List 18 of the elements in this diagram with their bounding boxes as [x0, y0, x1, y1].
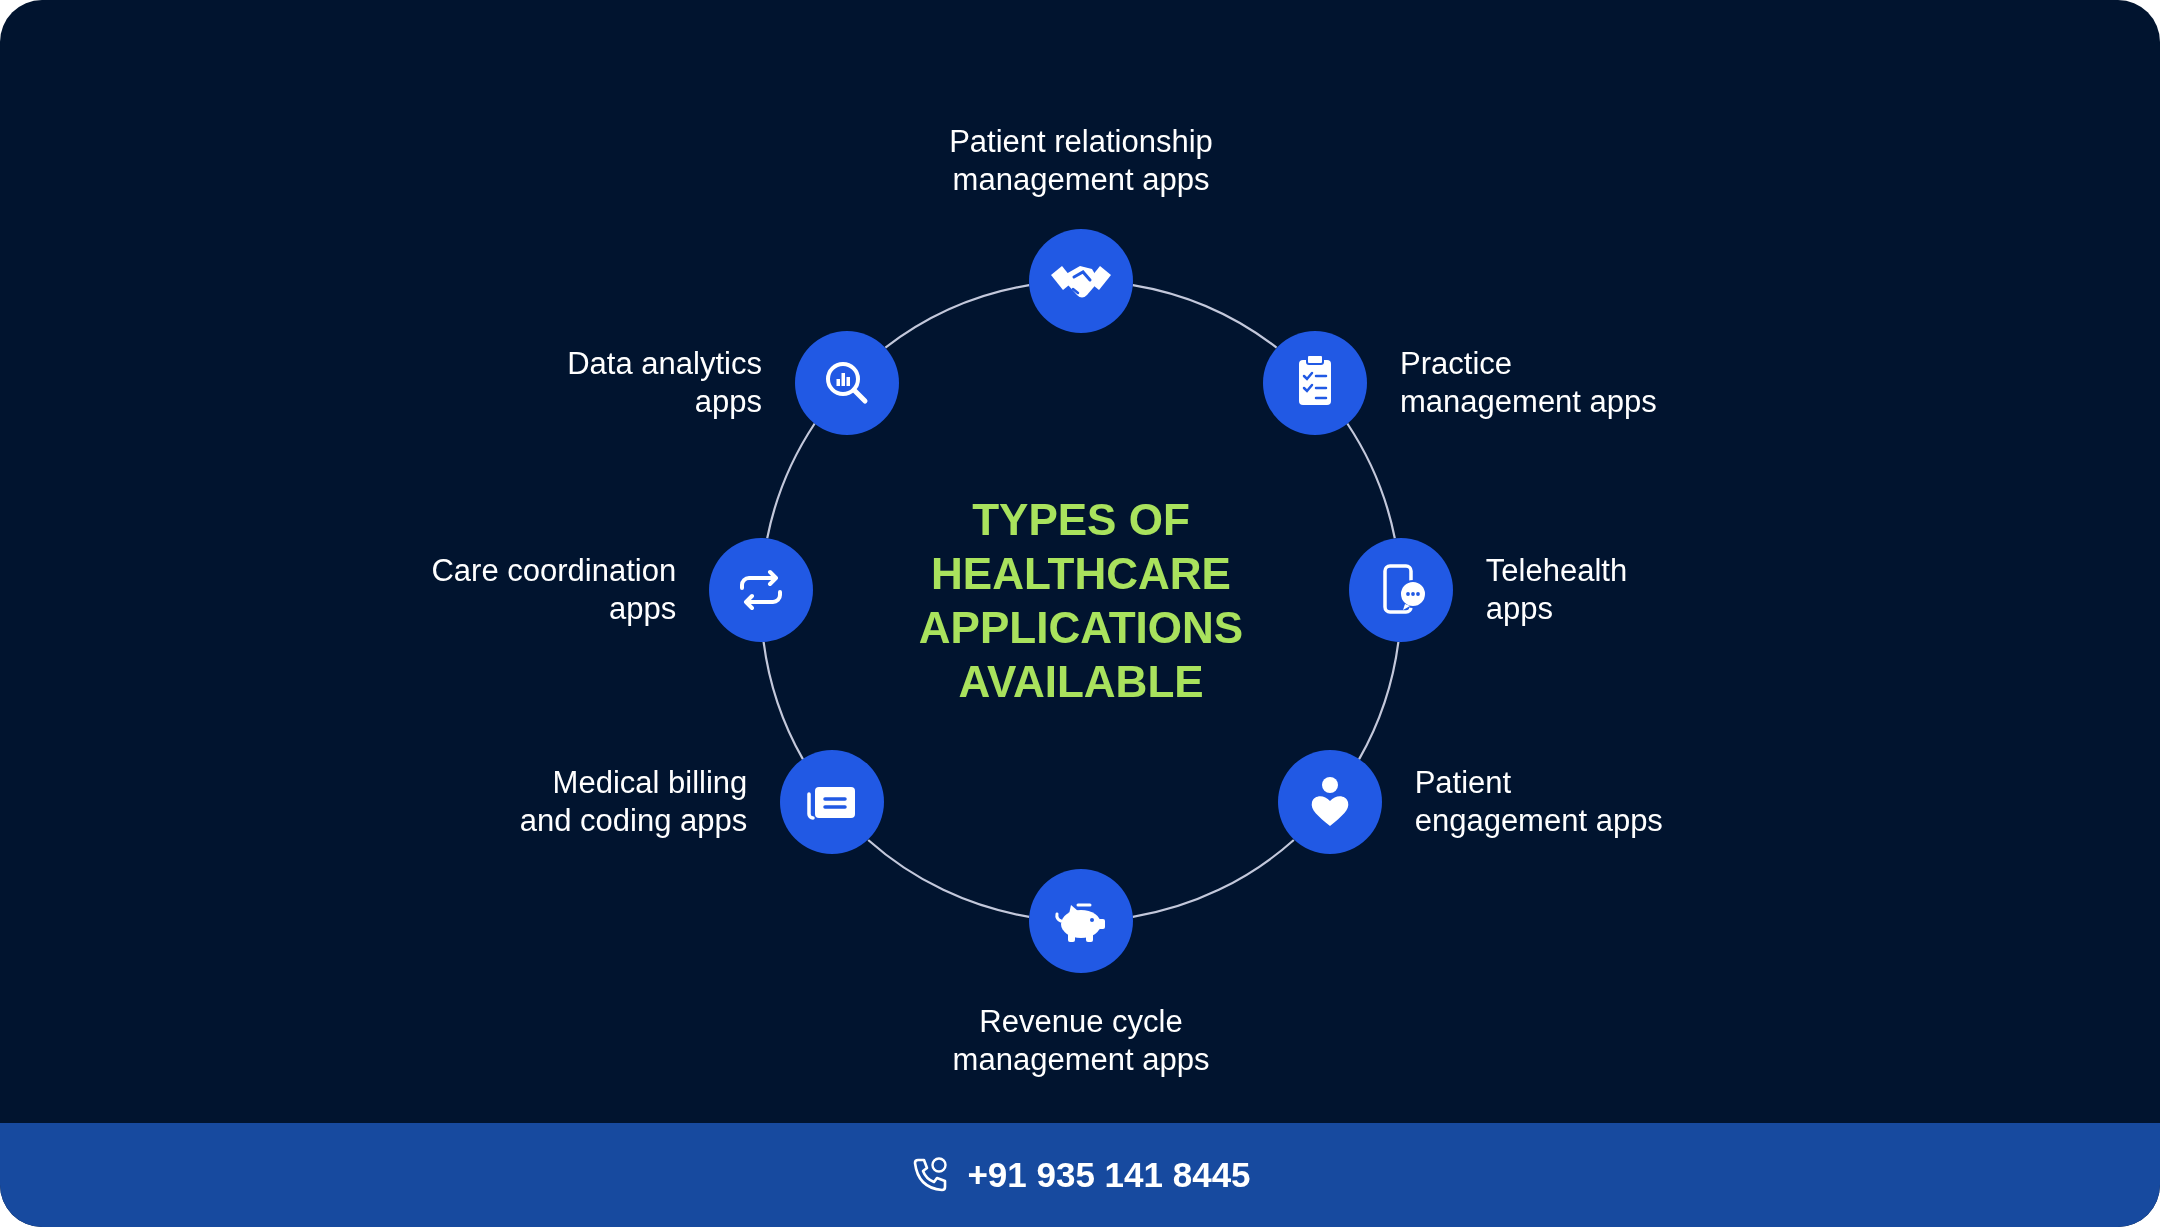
connector-arc: [1132, 839, 1295, 918]
node-label: Patient relationship management apps: [948, 123, 1214, 199]
connector-arc: [867, 839, 1030, 918]
connector-arc: [884, 284, 1030, 349]
node-label: Medical billing and coding apps: [518, 764, 748, 841]
node-label: Patient engagement apps: [1414, 764, 1664, 841]
node-label: Revenue cycle management apps: [951, 1003, 1211, 1079]
title: TYPES OF HEALTHCARE APPLICATIONS AVAILABLE: [917, 494, 1245, 708]
node-label: Data analytics apps: [566, 344, 762, 421]
phone-number: +91 935 141 8445: [967, 1154, 1251, 1196]
connector-arc: [1346, 422, 1396, 539]
node-label: Care coordination apps: [430, 551, 677, 628]
connector-arc: [1132, 284, 1278, 349]
node-label: Telehealth apps: [1485, 551, 1629, 628]
connector-arc: [766, 422, 816, 539]
connector-arc: [762, 641, 804, 760]
connector-arc: [1358, 641, 1400, 760]
node-label: Practice management apps: [1400, 344, 1658, 421]
